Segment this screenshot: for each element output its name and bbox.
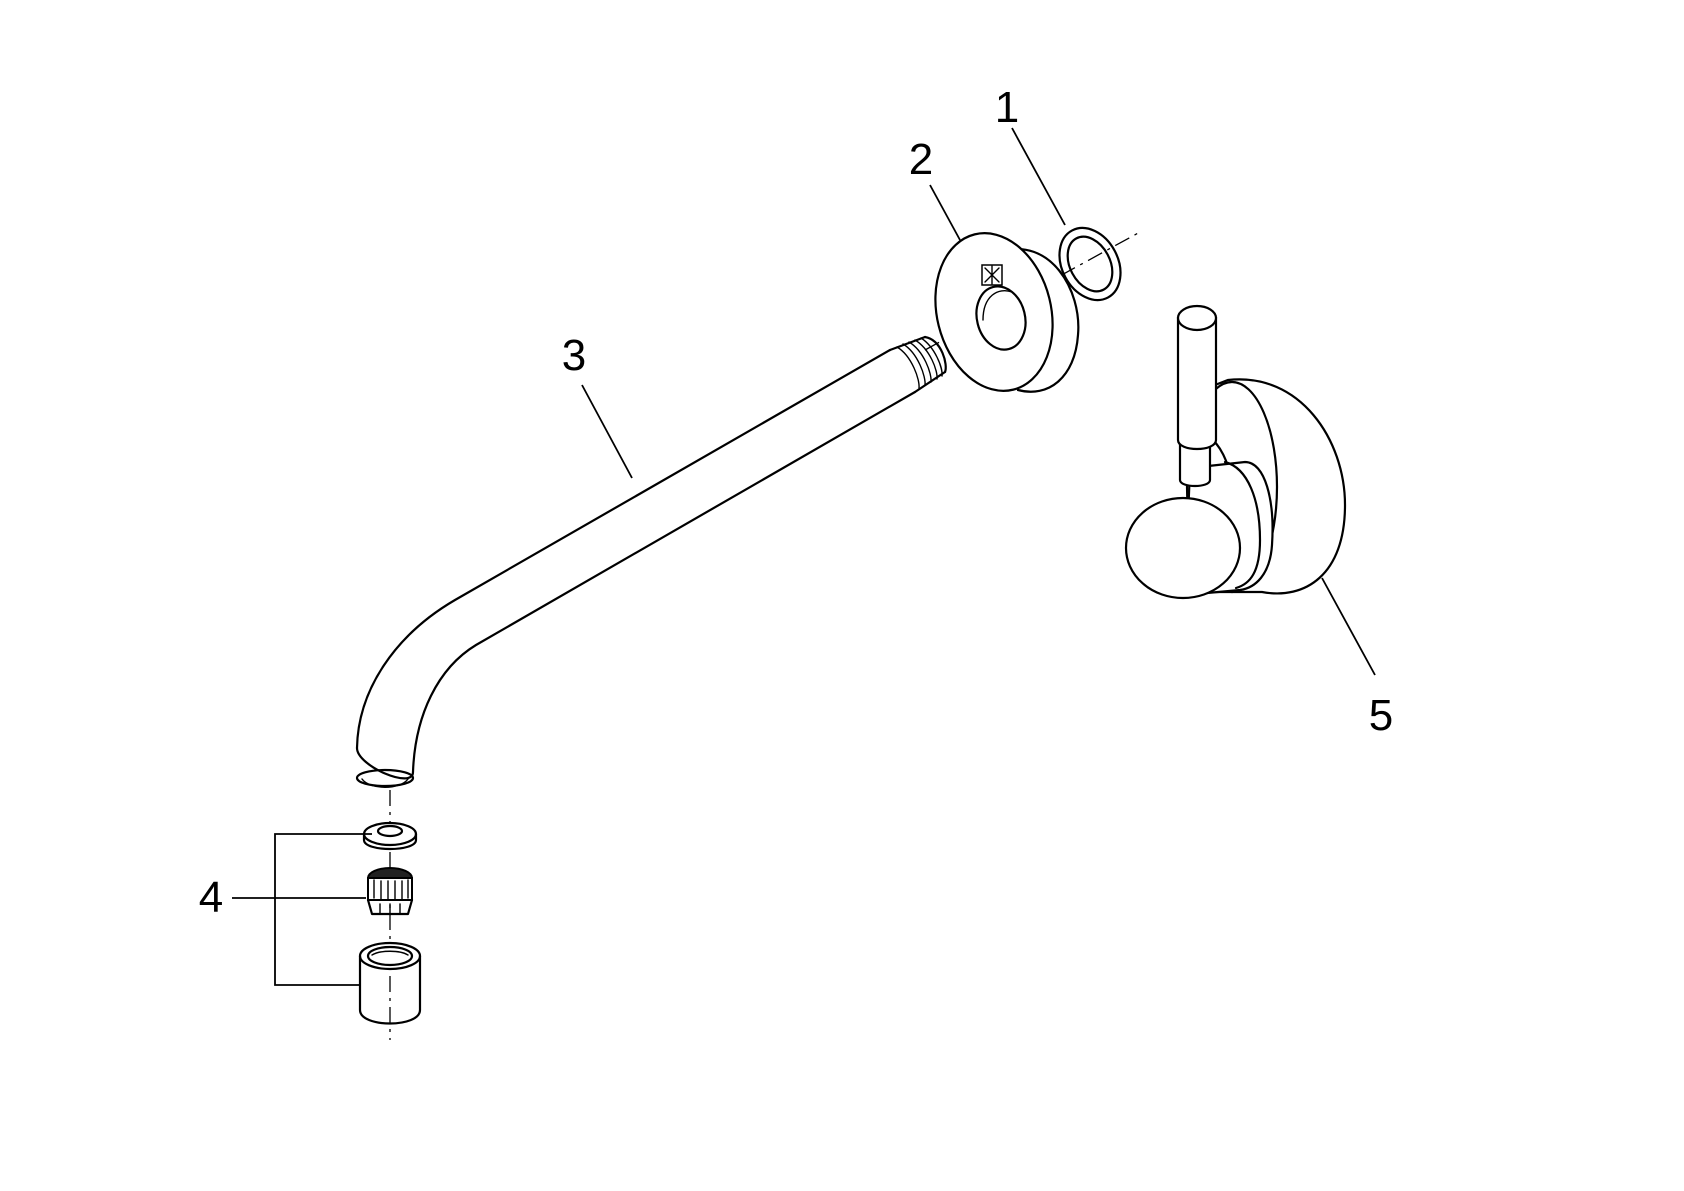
part-1-o-ring bbox=[1058, 226, 1122, 302]
callout-3-label: 3 bbox=[562, 331, 586, 380]
aerator-housing bbox=[358, 941, 422, 1025]
callout-2-label: 2 bbox=[909, 135, 933, 184]
callout-4-label: 4 bbox=[199, 873, 223, 922]
callout-5-leader bbox=[1321, 577, 1376, 676]
callout-4-bracket bbox=[274, 833, 372, 986]
part-5-mixer-lever bbox=[1124, 304, 1347, 600]
part-2-rosette bbox=[934, 232, 1080, 393]
callout-5-label: 5 bbox=[1369, 691, 1393, 740]
aerator-insert bbox=[366, 867, 414, 916]
callout-1-label: 1 bbox=[995, 83, 1019, 132]
callout-3-leader bbox=[581, 384, 633, 479]
part-3-spout bbox=[355, 335, 947, 788]
part-4-flow-regulator-set bbox=[232, 821, 422, 1025]
callout-2-leader bbox=[929, 184, 961, 241]
callout-1-leader bbox=[1011, 127, 1066, 226]
